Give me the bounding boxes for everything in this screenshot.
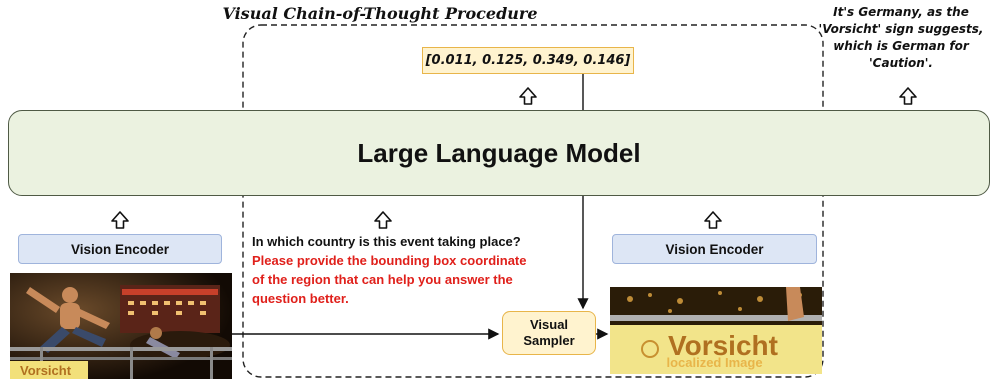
vision-encoder-left: Vision Encoder xyxy=(18,234,222,264)
large-language-model: Large Language Model xyxy=(8,110,990,196)
vision-encoder-right: Vision Encoder xyxy=(612,234,817,264)
llm-label: Large Language Model xyxy=(357,137,641,168)
question-instruction: Please provide the bounding box coordina… xyxy=(252,253,527,306)
localized-image-sign-text: Vorsicht xyxy=(668,330,778,361)
up-arrow-answer xyxy=(899,87,917,105)
vision-encoder-label: Vision Encoder xyxy=(70,241,170,257)
answer-line: 'Caution'. xyxy=(869,56,933,70)
input-image: Vorsicht xyxy=(10,273,232,379)
up-arrow-question xyxy=(374,211,392,229)
procedure-boundary xyxy=(242,24,824,378)
visual-sampler-line2: Sampler xyxy=(523,333,575,348)
up-arrow-encoder-left xyxy=(111,211,129,229)
answer-line: which is German for xyxy=(833,39,969,53)
localized-image-caption: localized Image xyxy=(666,355,763,370)
input-image-sign-text: Vorsicht xyxy=(20,363,72,378)
question-main: In which country is this event taking pl… xyxy=(252,234,521,249)
visual-sampler: Visual Sampler xyxy=(502,311,596,355)
vision-encoder-label: Vision Encoder xyxy=(665,241,764,257)
bbox-output: [0.011, 0.125, 0.349, 0.146] xyxy=(422,47,634,74)
answer-line: It's Germany, as the xyxy=(833,5,969,19)
visual-sampler-line1: Visual xyxy=(529,317,569,332)
localized-image-illustration: Vorsicht xyxy=(610,287,822,374)
procedure-title: Visual Chain-of-Thought Procedure xyxy=(222,4,538,23)
input-image-illustration: Vorsicht xyxy=(10,273,232,379)
up-arrow-encoder-right xyxy=(704,211,722,229)
answer-line: 'Vorsicht' sign suggests, xyxy=(818,22,984,36)
localized-image: Vorsicht xyxy=(610,287,822,374)
up-arrow-bbox xyxy=(519,87,537,105)
question-text: In which country is this event taking pl… xyxy=(252,232,532,308)
answer-text: It's Germany, as the 'Vorsicht' sign sug… xyxy=(812,4,990,72)
